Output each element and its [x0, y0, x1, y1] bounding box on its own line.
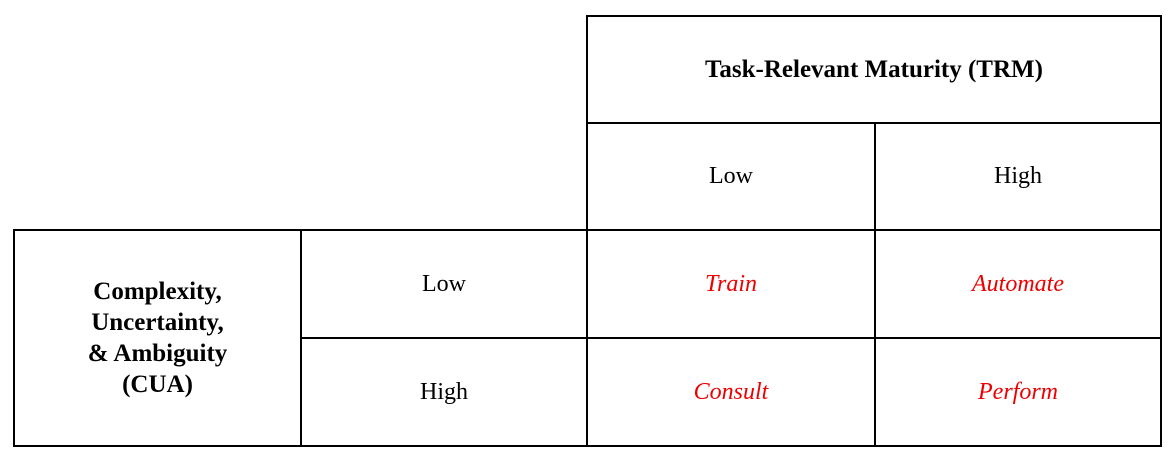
matrix-row-low: Complexity, Uncertainty, & Ambiguity (CU…	[13, 229, 1162, 447]
col-level-low: Low	[586, 122, 876, 231]
col-level-row: Low High	[14, 122, 1162, 231]
row-level-high: High	[300, 337, 588, 447]
cell-perform: Perform	[874, 337, 1162, 447]
cell-consult: Consult	[586, 337, 876, 447]
cell-train: Train	[586, 229, 876, 339]
matrix-row-high: High Consult Perform	[14, 337, 1162, 447]
row-level-low: Low	[300, 229, 588, 339]
row-axis-title: Complexity, Uncertainty, & Ambiguity (CU…	[13, 229, 302, 447]
spacer-cell	[14, 16, 587, 123]
col-level-high: High	[874, 122, 1162, 231]
trm-cua-decision-matrix: Task-Relevant Maturity (TRM) Low High Co…	[13, 15, 1162, 447]
col-axis-title: Task-Relevant Maturity (TRM)	[586, 15, 1162, 124]
cell-automate: Automate	[874, 229, 1162, 339]
col-axis-title-row: Task-Relevant Maturity (TRM)	[14, 15, 1162, 124]
spacer-cell	[14, 123, 587, 230]
